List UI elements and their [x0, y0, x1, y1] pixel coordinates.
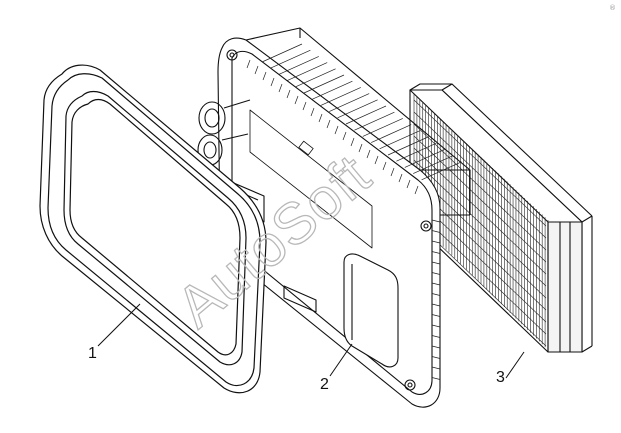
- housing-rib: [312, 80, 353, 100]
- rim-tooth: [431, 230, 441, 233]
- rim-tooth: [431, 282, 441, 286]
- housing-rib: [320, 87, 361, 106]
- rim-tooth: [431, 324, 441, 328]
- callout-label-3: 3: [496, 369, 505, 386]
- housing-rib: [379, 130, 420, 150]
- housing-rib: [345, 105, 387, 125]
- pleat-crease: [413, 135, 547, 263]
- housing-rib: [295, 68, 336, 88]
- rim-tooth: [431, 303, 441, 307]
- housing-rib: [371, 124, 412, 143]
- housing-rib: [303, 74, 345, 94]
- rim-tooth: [262, 71, 267, 81]
- rim-tooth: [278, 83, 283, 93]
- housing-ribs: [261, 43, 462, 181]
- rim-tooth: [414, 185, 419, 195]
- rim-tooth: [431, 240, 441, 244]
- rim-tooth: [431, 293, 441, 296]
- rim-tooth: [302, 101, 307, 111]
- pleat-crease: [413, 159, 547, 287]
- housing-rib: [329, 93, 370, 112]
- rim-tooth: [318, 113, 323, 123]
- rim-tooth: [382, 161, 387, 171]
- housing-rib: [278, 56, 319, 75]
- rim-tooth: [366, 149, 371, 159]
- rim-tooth: [342, 131, 347, 141]
- housing-rib: [404, 149, 445, 168]
- corner-mark: ®: [609, 4, 616, 12]
- housing-rib: [421, 161, 462, 181]
- housing-rib: [354, 111, 395, 131]
- rim-tooth: [431, 356, 441, 359]
- rim-tooth: [270, 77, 275, 87]
- rim-tooth: [431, 272, 441, 275]
- pleat-crease: [413, 99, 547, 227]
- housing-rib: [261, 43, 303, 63]
- housing-rib: [387, 136, 429, 156]
- housing-rib: [287, 62, 328, 81]
- housing-rib: [362, 118, 403, 137]
- pleat-crease: [413, 123, 547, 251]
- rim-tooth: [398, 173, 403, 183]
- rim-tooth: [390, 167, 395, 177]
- rim-tooth: [254, 65, 259, 75]
- rim-tooth: [431, 366, 441, 370]
- housing-rib: [270, 49, 311, 69]
- housing-rib: [396, 142, 437, 162]
- rim-tooth: [326, 119, 331, 129]
- rim-tooth: [431, 251, 441, 254]
- rim-tooth: [431, 314, 441, 317]
- rim-tooth: [286, 89, 291, 99]
- housing-rib: [337, 99, 378, 119]
- callout-leaders: [97, 303, 525, 379]
- pleat-crease: [413, 147, 547, 275]
- rim-tooth: [374, 155, 379, 165]
- rim-tooth: [431, 219, 441, 223]
- rim-tooth: [350, 137, 355, 147]
- rim-tooth: [431, 335, 441, 338]
- rim-tooth: [431, 261, 441, 265]
- rim-tooth: [431, 377, 441, 380]
- rim-tooth: [246, 59, 251, 69]
- rim-teeth: [246, 59, 441, 380]
- rim-tooth: [431, 345, 441, 349]
- rim-tooth: [294, 95, 299, 105]
- pleat-crease: [413, 111, 547, 239]
- rim-tooth: [358, 143, 363, 153]
- housing-rib: [413, 155, 454, 174]
- seal-gasket: [39, 64, 267, 394]
- rim-tooth: [310, 107, 315, 117]
- callout-label-1: 1: [88, 345, 97, 362]
- rim-tooth: [334, 125, 339, 135]
- rim-tooth: [406, 179, 411, 189]
- callout-label-2: 2: [320, 376, 329, 393]
- housing-cover: [197, 27, 471, 408]
